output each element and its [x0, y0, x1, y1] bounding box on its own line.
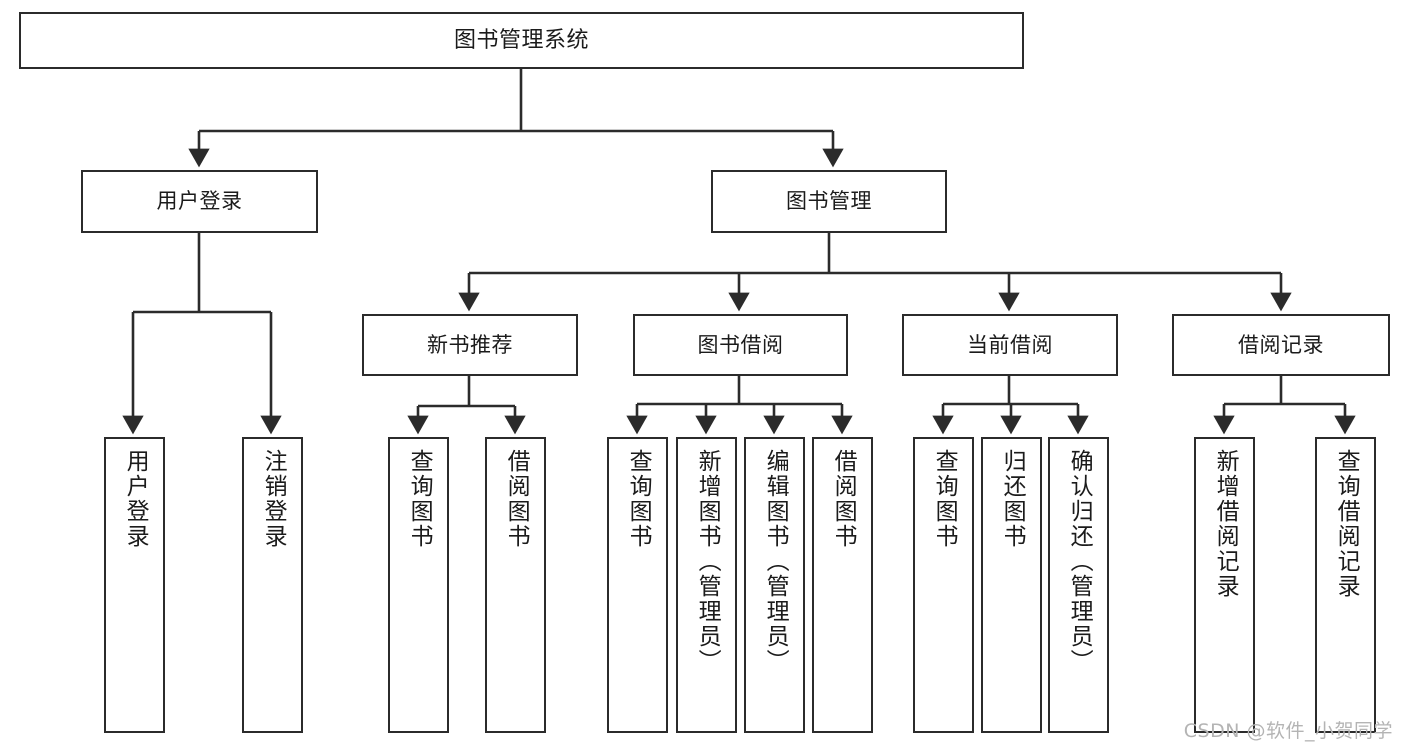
leaf-user-login-signin[interactable]: 用户登录 — [104, 437, 165, 733]
node-label: 借阅图书 — [503, 449, 530, 549]
node-label: 用户登录 — [156, 189, 243, 213]
node-root-system[interactable]: 图书管理系统 — [19, 12, 1024, 69]
node-label: 查询图书 — [406, 449, 433, 549]
leaf-current-query-book[interactable]: 查询图书 — [913, 437, 974, 733]
node-user-login[interactable]: 用户登录 — [81, 170, 318, 233]
node-label: 归还图书 — [999, 449, 1026, 549]
node-label: 新增借阅记录 — [1212, 449, 1239, 599]
leaf-recommend-query-book[interactable]: 查询图书 — [388, 437, 449, 733]
node-label: 确认归还（管理员） — [1066, 449, 1093, 674]
node-label: 查询借阅记录 — [1333, 449, 1360, 599]
node-new-book-recommend[interactable]: 新书推荐 — [362, 314, 578, 376]
node-label: 图书管理 — [786, 189, 872, 213]
leaf-current-confirm-return-admin[interactable]: 确认归还（管理员） — [1048, 437, 1109, 733]
leaf-borrow-add-book-admin[interactable]: 新增图书（管理员） — [676, 437, 737, 733]
node-label: 图书借阅 — [697, 332, 784, 357]
leaf-records-add-record[interactable]: 新增借阅记录 — [1194, 437, 1255, 733]
node-label: 新书推荐 — [427, 332, 513, 357]
node-label: 查询图书 — [625, 449, 652, 549]
node-label: 编辑图书（管理员） — [762, 449, 789, 674]
leaf-borrow-edit-book-admin[interactable]: 编辑图书（管理员） — [744, 437, 805, 733]
leaf-recommend-borrow-book[interactable]: 借阅图书 — [485, 437, 546, 733]
leaf-user-login-signout[interactable]: 注销登录 — [242, 437, 303, 733]
node-book-borrow[interactable]: 图书借阅 — [633, 314, 848, 376]
leaf-records-query-record[interactable]: 查询借阅记录 — [1315, 437, 1376, 733]
node-label: 当前借阅 — [967, 332, 1053, 357]
leaf-current-return-book[interactable]: 归还图书 — [981, 437, 1042, 733]
node-label: 借阅图书 — [830, 449, 857, 549]
leaf-borrow-query-book[interactable]: 查询图书 — [607, 437, 668, 733]
node-current-borrow[interactable]: 当前借阅 — [902, 314, 1118, 376]
node-label: 用户登录 — [122, 449, 149, 549]
node-label: 借阅记录 — [1238, 332, 1324, 357]
node-book-management[interactable]: 图书管理 — [711, 170, 947, 233]
leaf-borrow-borrow-book[interactable]: 借阅图书 — [812, 437, 873, 733]
node-label: 注销登录 — [260, 449, 287, 549]
node-label: 查询图书 — [931, 449, 958, 549]
node-label: 新增图书（管理员） — [694, 449, 721, 674]
node-borrow-records[interactable]: 借阅记录 — [1172, 314, 1390, 376]
node-label: 图书管理系统 — [453, 27, 589, 53]
